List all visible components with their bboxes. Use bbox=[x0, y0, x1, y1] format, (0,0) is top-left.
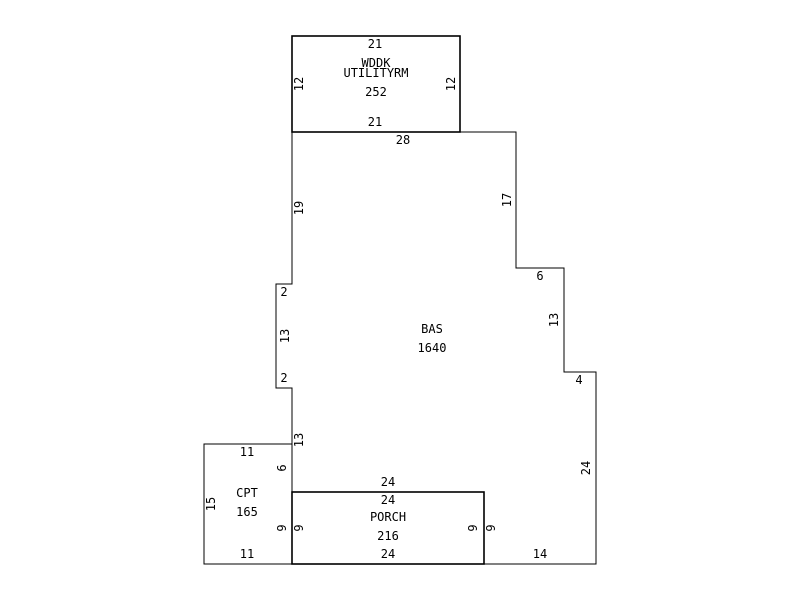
dim-bas-bottom-right: 14 bbox=[533, 547, 547, 561]
dim-bas-left-mid: 13 bbox=[278, 329, 292, 343]
porch-box bbox=[291, 491, 485, 565]
dim-bas-step2: 4 bbox=[575, 373, 582, 387]
dim-cpt-right-lower: 9 bbox=[275, 524, 289, 531]
utility-name-2: UTILITYRM bbox=[343, 66, 408, 80]
utility-room-box bbox=[291, 35, 461, 133]
cpt-area: 165 bbox=[236, 505, 258, 519]
dim-cpt-top: 11 bbox=[240, 445, 254, 459]
dim-bas-jog-top: 2 bbox=[280, 285, 287, 299]
dim-porch-top-outer: 24 bbox=[381, 475, 395, 489]
cpt-name: CPT bbox=[236, 486, 258, 500]
dim-util-right: 12 bbox=[444, 77, 458, 91]
dim-porch-bottom: 24 bbox=[381, 547, 395, 561]
cpt-outline bbox=[203, 443, 292, 565]
dim-bas-right-lower: 24 bbox=[579, 461, 593, 475]
dim-bas-right-mid: 13 bbox=[547, 313, 561, 327]
utility-area: 252 bbox=[365, 85, 387, 99]
bas-left-outline bbox=[275, 132, 293, 492]
dim-bas-jog-bottom: 2 bbox=[280, 371, 287, 385]
dim-bas-left-upper: 19 bbox=[292, 201, 306, 215]
dim-util-left: 12 bbox=[292, 77, 306, 91]
dim-cpt-right-upper: 6 bbox=[275, 464, 289, 471]
dim-porch-top: 24 bbox=[381, 493, 395, 507]
dim-util-bottom: 21 bbox=[368, 115, 382, 129]
dim-porch-left: 9 bbox=[292, 524, 306, 531]
dim-bas-right-upper: 17 bbox=[500, 193, 514, 207]
dim-porch-right: 9 bbox=[466, 524, 480, 531]
dim-bas-left-lower: 13 bbox=[292, 433, 306, 447]
dim-cpt-bottom: 11 bbox=[240, 547, 254, 561]
utility-name-1: WDDK bbox=[362, 56, 392, 70]
dim-bas-top: 28 bbox=[396, 133, 410, 147]
dim-util-top: 21 bbox=[368, 37, 382, 51]
porch-area: 216 bbox=[377, 529, 399, 543]
dim-cpt-left: 15 bbox=[204, 497, 218, 511]
dim-porch-right-outer: 9 bbox=[484, 524, 498, 531]
dim-bas-step1: 6 bbox=[536, 269, 543, 283]
bas-area: 1640 bbox=[418, 341, 447, 355]
porch-name: PORCH bbox=[370, 510, 406, 524]
bas-name: BAS bbox=[421, 322, 443, 336]
bas-outline bbox=[460, 131, 597, 565]
